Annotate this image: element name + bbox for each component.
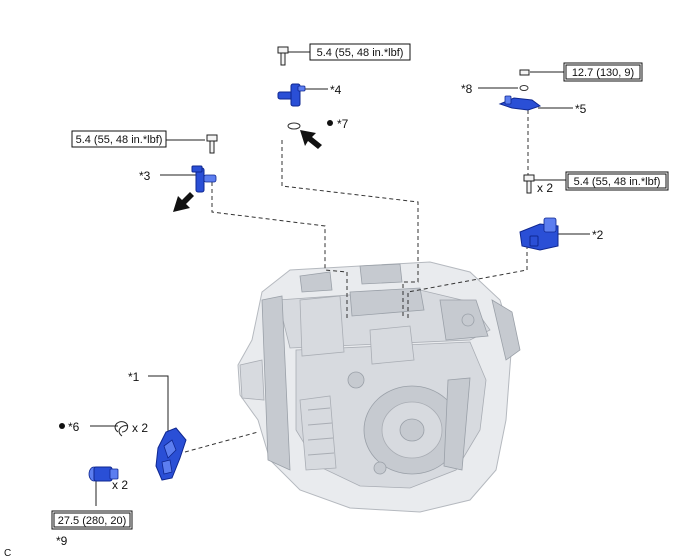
part-5-sensor [498,95,542,111]
part-3-sensor [191,165,217,193]
callout-7: *7 [337,117,349,131]
quantity-plugs: x 2 [112,478,128,492]
bolt-12-7 [519,69,530,76]
transmission-illustration [237,261,521,513]
torque-box-12-7: 12.7 (130, 9) [563,62,643,82]
callout-8: *8 [461,82,473,96]
svg-text:5.4 (55, 48 in.*lbf): 5.4 (55, 48 in.*lbf) [574,176,661,188]
callout-4: *4 [330,83,342,97]
bolt-right [523,174,535,194]
part-2-solenoid [519,217,559,251]
torque-box-27-5: 27.5 (280, 20) [51,510,133,530]
callout-9: *9 [56,534,68,548]
callout-1: *1 [128,370,140,384]
svg-text:12.7 (130, 9): 12.7 (130, 9) [572,67,634,79]
torque-box-top: 5.4 (55, 48 in.*lbf) [309,43,411,61]
quantity-bolts-right: x 2 [537,181,553,195]
part-4-sensor [277,83,306,107]
bullet-dot-part-6 [59,423,65,429]
bolt-top [277,46,289,66]
svg-text:27.5 (280, 20): 27.5 (280, 20) [58,515,127,527]
quantity-clips: x 2 [132,421,148,435]
bullet-dot-part-7 [327,120,333,126]
svg-text:5.4 (55, 48 in.*lbf): 5.4 (55, 48 in.*lbf) [76,134,163,146]
bolt-left [206,134,218,154]
torque-box-right: 5.4 (55, 48 in.*lbf) [565,171,669,191]
arrow-icon-part-7 [300,130,322,149]
part-6-clips [114,421,129,437]
callout-5: *5 [575,102,587,116]
part-9-plug [88,466,119,482]
part-1-bracket [155,427,187,481]
leader-lines [90,51,590,506]
svg-text:5.4 (55, 48 in.*lbf): 5.4 (55, 48 in.*lbf) [317,47,404,59]
callout-3: *3 [139,169,151,183]
part-8-o-ring [519,85,529,91]
assembly-guide-lines [184,110,529,453]
callout-2: *2 [592,228,604,242]
figure-code: C [4,548,11,559]
callout-6: *6 [68,420,80,434]
part-7-o-ring [287,122,301,130]
arrow-icon-part-3 [173,192,194,212]
torque-box-left: 5.4 (55, 48 in.*lbf) [71,130,167,148]
